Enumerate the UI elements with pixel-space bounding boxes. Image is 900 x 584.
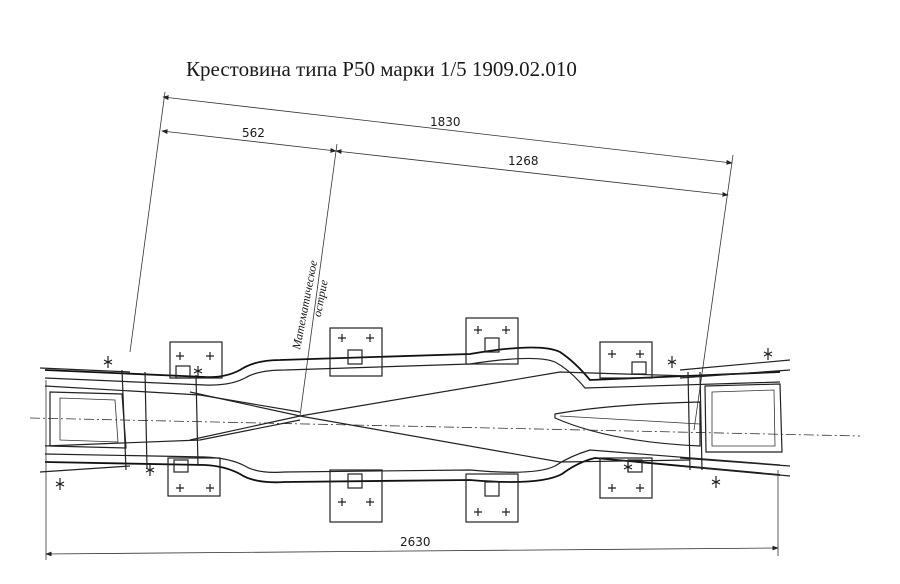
plate-top-3 [465,317,519,365]
plate-top-1 [169,341,223,379]
plate-bottom-2 [329,469,383,523]
extension-lines [129,91,734,431]
dimension-2630-label: 2630 [400,535,431,549]
plate-bottom-1 [167,457,221,497]
dimension-1268-label: 1268 [508,154,539,168]
dimension-1830-label: 1830 [430,115,461,129]
centre-marks [55,348,773,490]
dimension-2630: 2630 [45,380,779,560]
dimension-562: 562 [161,126,337,153]
dimension-1268: 1268 [335,149,729,197]
dimension-562-label: 562 [242,126,265,140]
plate-bottom-3 [465,473,519,523]
mathematical-point-note: Математическое острие [289,258,331,351]
plate-top-2 [329,327,383,377]
drawing-title: Крестовина типа Р50 марки 1/5 1909.02.01… [186,57,577,81]
plate-bottom-4 [599,457,653,499]
frog-body [29,346,861,484]
plate-top-4 [599,341,653,379]
